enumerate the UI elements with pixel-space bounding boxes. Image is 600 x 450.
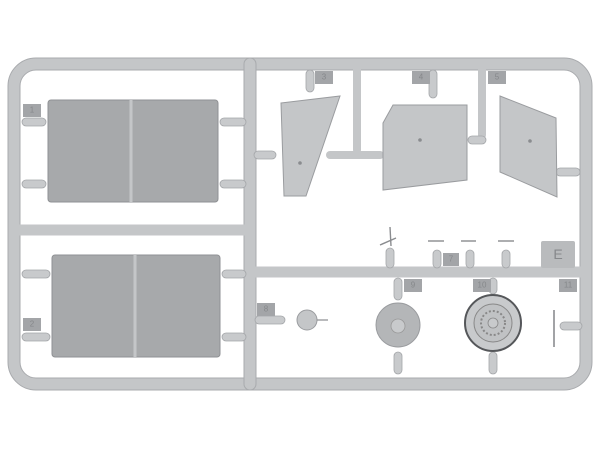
- part-9-hub: [375, 302, 421, 348]
- svg-text:7: 7: [449, 255, 454, 264]
- svg-text:3: 3: [322, 73, 327, 82]
- svg-text:4: 4: [419, 73, 424, 82]
- svg-text:10: 10: [478, 281, 487, 290]
- part-10-wheel: [464, 294, 522, 352]
- part-3: [280, 95, 341, 197]
- part-4: [382, 104, 468, 191]
- parts: [280, 95, 558, 352]
- part-5: [499, 95, 558, 198]
- sprue-frame: [7, 57, 593, 391]
- part-number-tabs: 1 2 3 4 5 7 8 9 10 11: [23, 71, 577, 331]
- sprue-letter-tag: E: [541, 241, 575, 268]
- svg-text:8: 8: [264, 305, 269, 314]
- part-8: [296, 309, 318, 331]
- svg-text:1: 1: [30, 106, 35, 115]
- svg-text:E: E: [553, 246, 562, 262]
- svg-text:11: 11: [564, 281, 573, 290]
- small-valve-parts: [379, 226, 514, 247]
- svg-text:9: 9: [411, 281, 416, 290]
- radiator-panel-top: [47, 99, 219, 203]
- svg-text:5: 5: [495, 73, 500, 82]
- radiator-panel-bottom: [51, 254, 221, 358]
- svg-text:2: 2: [30, 320, 35, 329]
